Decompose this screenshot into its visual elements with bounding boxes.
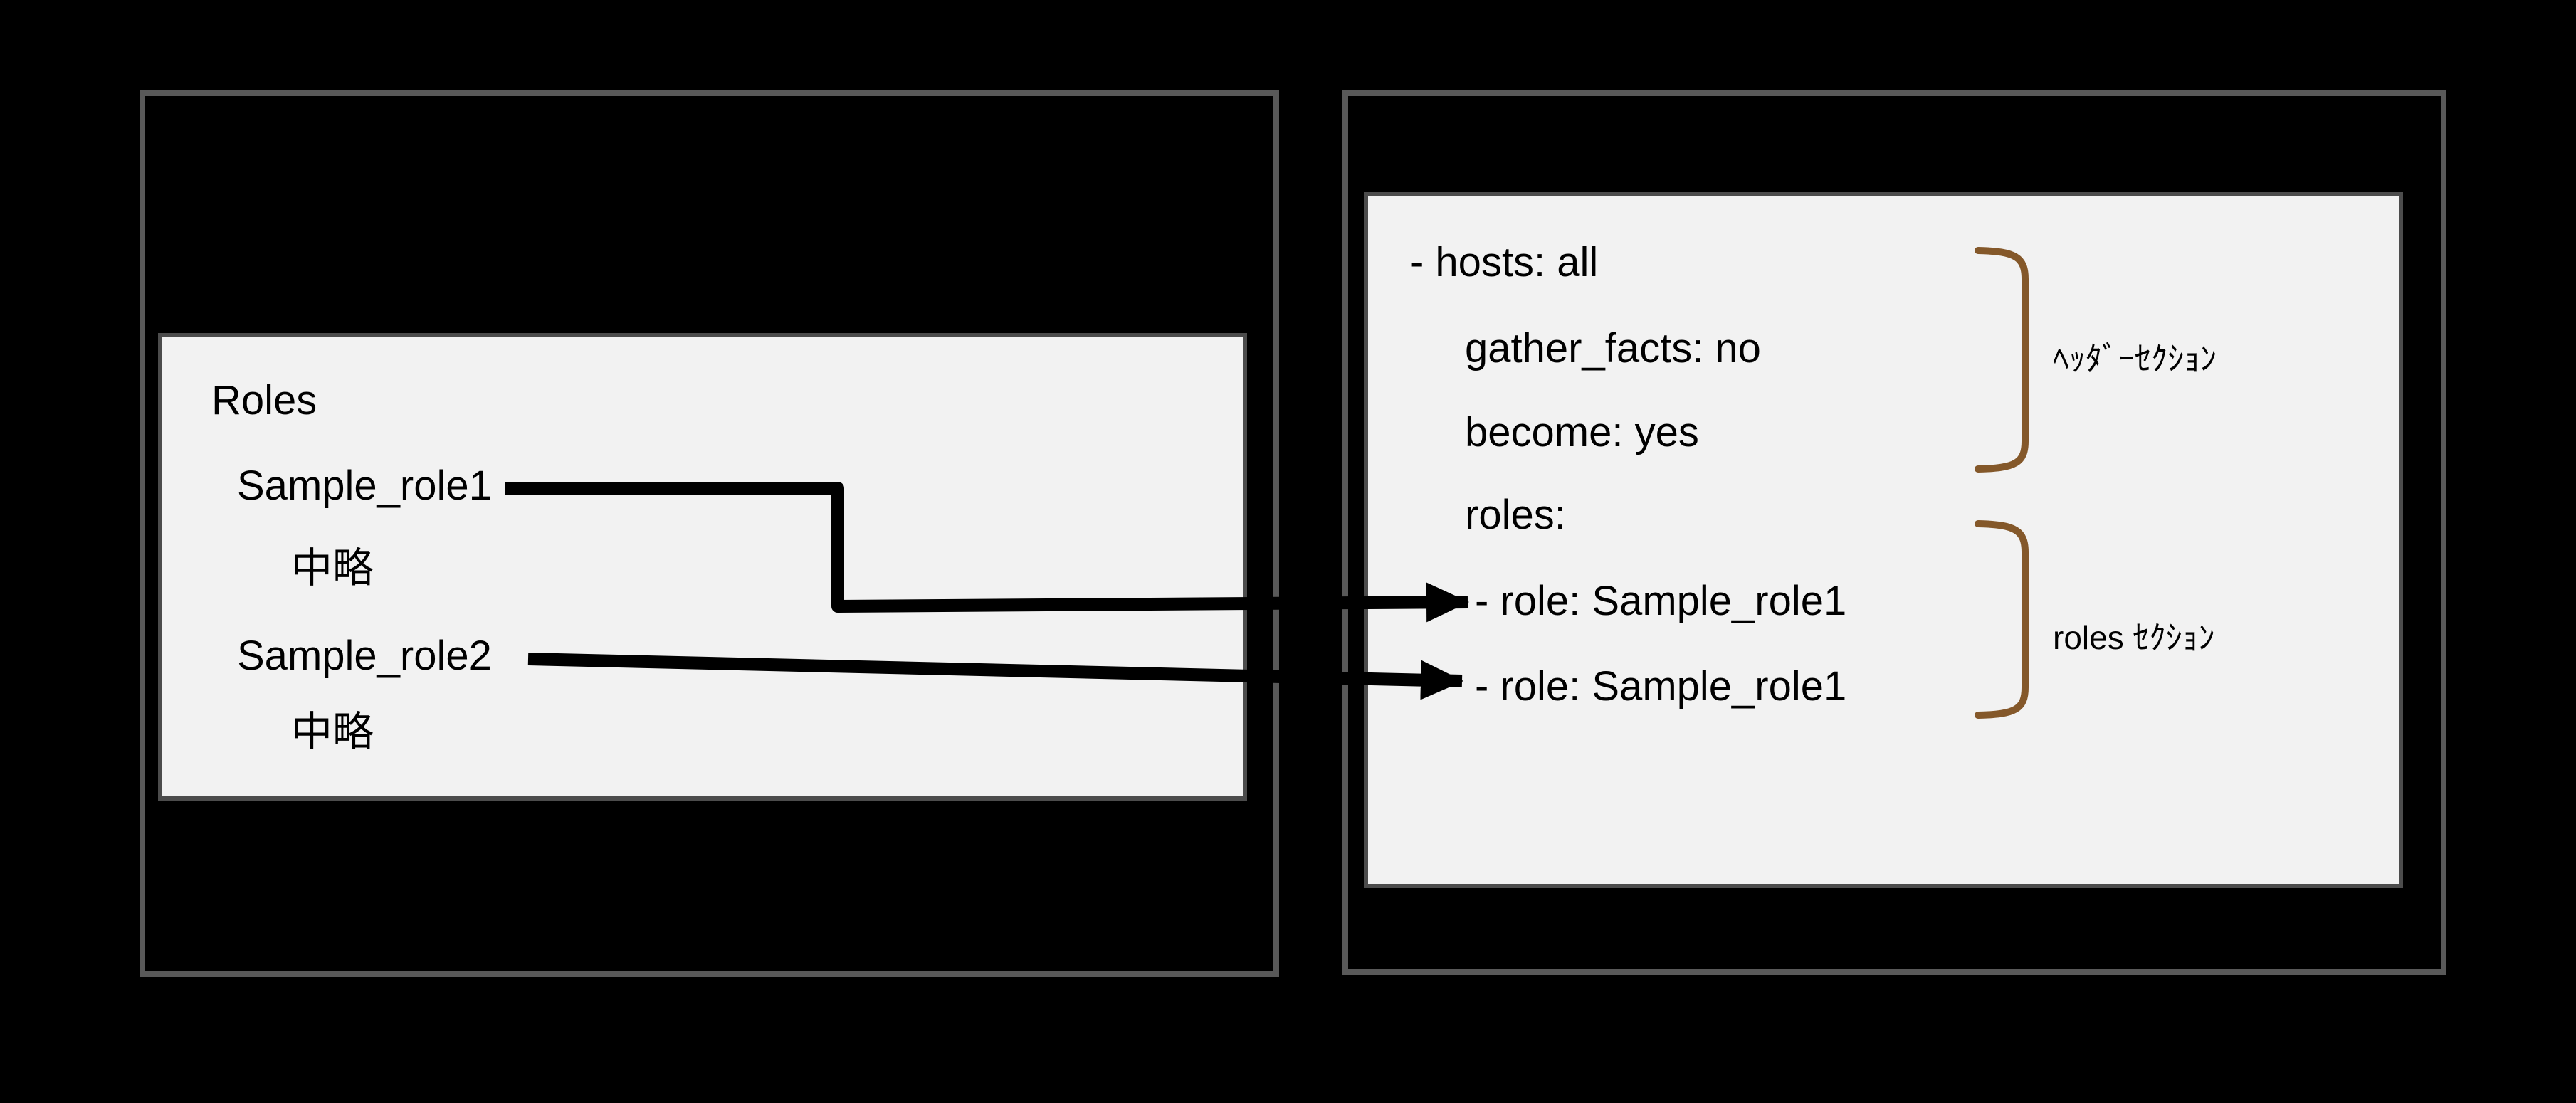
yaml-role-item-2: - role: Sample_role1 [1475, 663, 1847, 709]
omitted-label-2: 中略 [291, 709, 374, 755]
sample-role1-label: Sample_role1 [237, 463, 492, 509]
header-section-label: ﾍｯﾀﾞｰｾｸｼｮﾝ [2053, 340, 2217, 377]
playbook-yaml-box [1364, 192, 2403, 888]
yaml-hosts-line: - hosts: all [1410, 239, 1599, 285]
roles-heading: Roles [211, 377, 317, 423]
omitted-label-1: 中略 [291, 545, 374, 591]
yaml-gather-facts-line: gather_facts: no [1465, 325, 1761, 371]
yaml-role-item-1: - role: Sample_role1 [1475, 578, 1847, 624]
sample-role2-label: Sample_role2 [237, 633, 492, 679]
yaml-roles-key-line: roles: [1465, 492, 1566, 538]
yaml-become-line: become: yes [1465, 409, 1699, 455]
roles-section-label: roles ｾｸｼｮﾝ [2053, 619, 2215, 656]
